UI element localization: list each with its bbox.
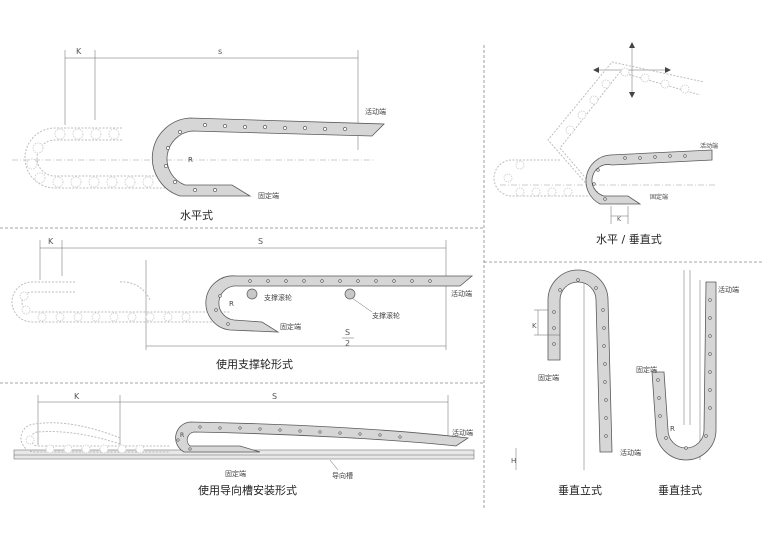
- ghost-chain-links: [26, 128, 154, 188]
- chain-pins: [214, 279, 432, 326]
- support-roller-icon: [246, 288, 258, 300]
- caption-vertical-hanging: 垂直挂式: [658, 483, 702, 497]
- dim-s-label: S: [258, 237, 263, 246]
- support-roller-icon: [344, 288, 356, 300]
- chain-pins: [552, 278, 608, 438]
- fixed-end-label: 固定端: [225, 469, 246, 478]
- drag-chain: [585, 149, 713, 205]
- moving-end-label: 活动端: [700, 142, 718, 150]
- height-label: H: [511, 457, 516, 465]
- radius-label: R: [229, 300, 234, 308]
- panel-horizontal: K s R 活动端 固定端 水平式: [12, 47, 386, 222]
- half-s-numerator: S: [345, 328, 350, 337]
- fixed-end-label: 固定端: [650, 193, 668, 201]
- fixed-end-label: 固定端: [636, 365, 657, 374]
- fixed-end-label: 固定端: [258, 191, 279, 200]
- panel-vertical-standing: K 固定端 活动端 H 垂直立式: [511, 269, 641, 497]
- dim-k-label: K: [617, 216, 622, 223]
- dim-k-label: K: [48, 237, 54, 246]
- panel-vertical-hanging: R 活动端 固定端 垂直挂式: [636, 270, 739, 497]
- roller-label-right: 支撑滚轮: [372, 311, 400, 320]
- radius-label: R: [180, 432, 184, 439]
- dim-s-label: S: [272, 392, 277, 401]
- ghost-chain-links: [19, 291, 191, 322]
- chain-pins: [592, 154, 687, 201]
- roller-label-left: 支撑滚轮: [264, 293, 292, 302]
- chain-pins: [164, 123, 347, 192]
- fixed-end-label: 固定端: [280, 322, 301, 331]
- dim-s-label: s: [218, 47, 222, 56]
- chain-pins: [176, 425, 402, 451]
- dim-k-label: K: [532, 322, 537, 330]
- panel-horizontal-vertical: K 活动端 固定端 水平 / 垂直式: [493, 42, 718, 246]
- drag-chain: [151, 117, 385, 197]
- caption-guide-trough: 使用导向槽安装形式: [198, 483, 297, 497]
- drag-chain: [205, 275, 474, 333]
- chain-pins: [656, 298, 712, 450]
- fixed-end-label: 固定端: [538, 373, 559, 382]
- ghost-chain-links: [25, 435, 145, 454]
- panel-guide-trough: K S R 活动端 固定端 导向槽 使用导向槽安: [13, 392, 475, 497]
- moving-end-label: 活动端: [451, 289, 472, 298]
- moving-end-label: 活动端: [718, 285, 739, 294]
- drag-chain: [547, 269, 613, 453]
- caption-horizontal-vertical: 水平 / 垂直式: [596, 232, 662, 246]
- radius-label: R: [188, 156, 193, 164]
- panel-support-roller: K S S 2: [11, 237, 474, 371]
- caption-support-roller: 使用支撑轮形式: [216, 357, 293, 371]
- dim-k-label: K: [74, 392, 80, 401]
- caption-horizontal: 水平式: [180, 209, 213, 222]
- panel-dividers: [0, 45, 764, 510]
- half-s-denominator: 2: [345, 339, 350, 348]
- moving-end-label: 活动端: [452, 428, 473, 437]
- trough-label: 导向槽: [332, 471, 353, 480]
- drag-chain: [175, 421, 470, 453]
- moving-end-label: 活动端: [620, 448, 641, 457]
- moving-end-label: 活动端: [365, 107, 386, 116]
- ghost-chain-links: [503, 67, 690, 197]
- dim-k-label: K: [76, 47, 82, 56]
- radius-label: R: [670, 425, 675, 433]
- caption-vertical-standing: 垂直立式: [558, 483, 602, 497]
